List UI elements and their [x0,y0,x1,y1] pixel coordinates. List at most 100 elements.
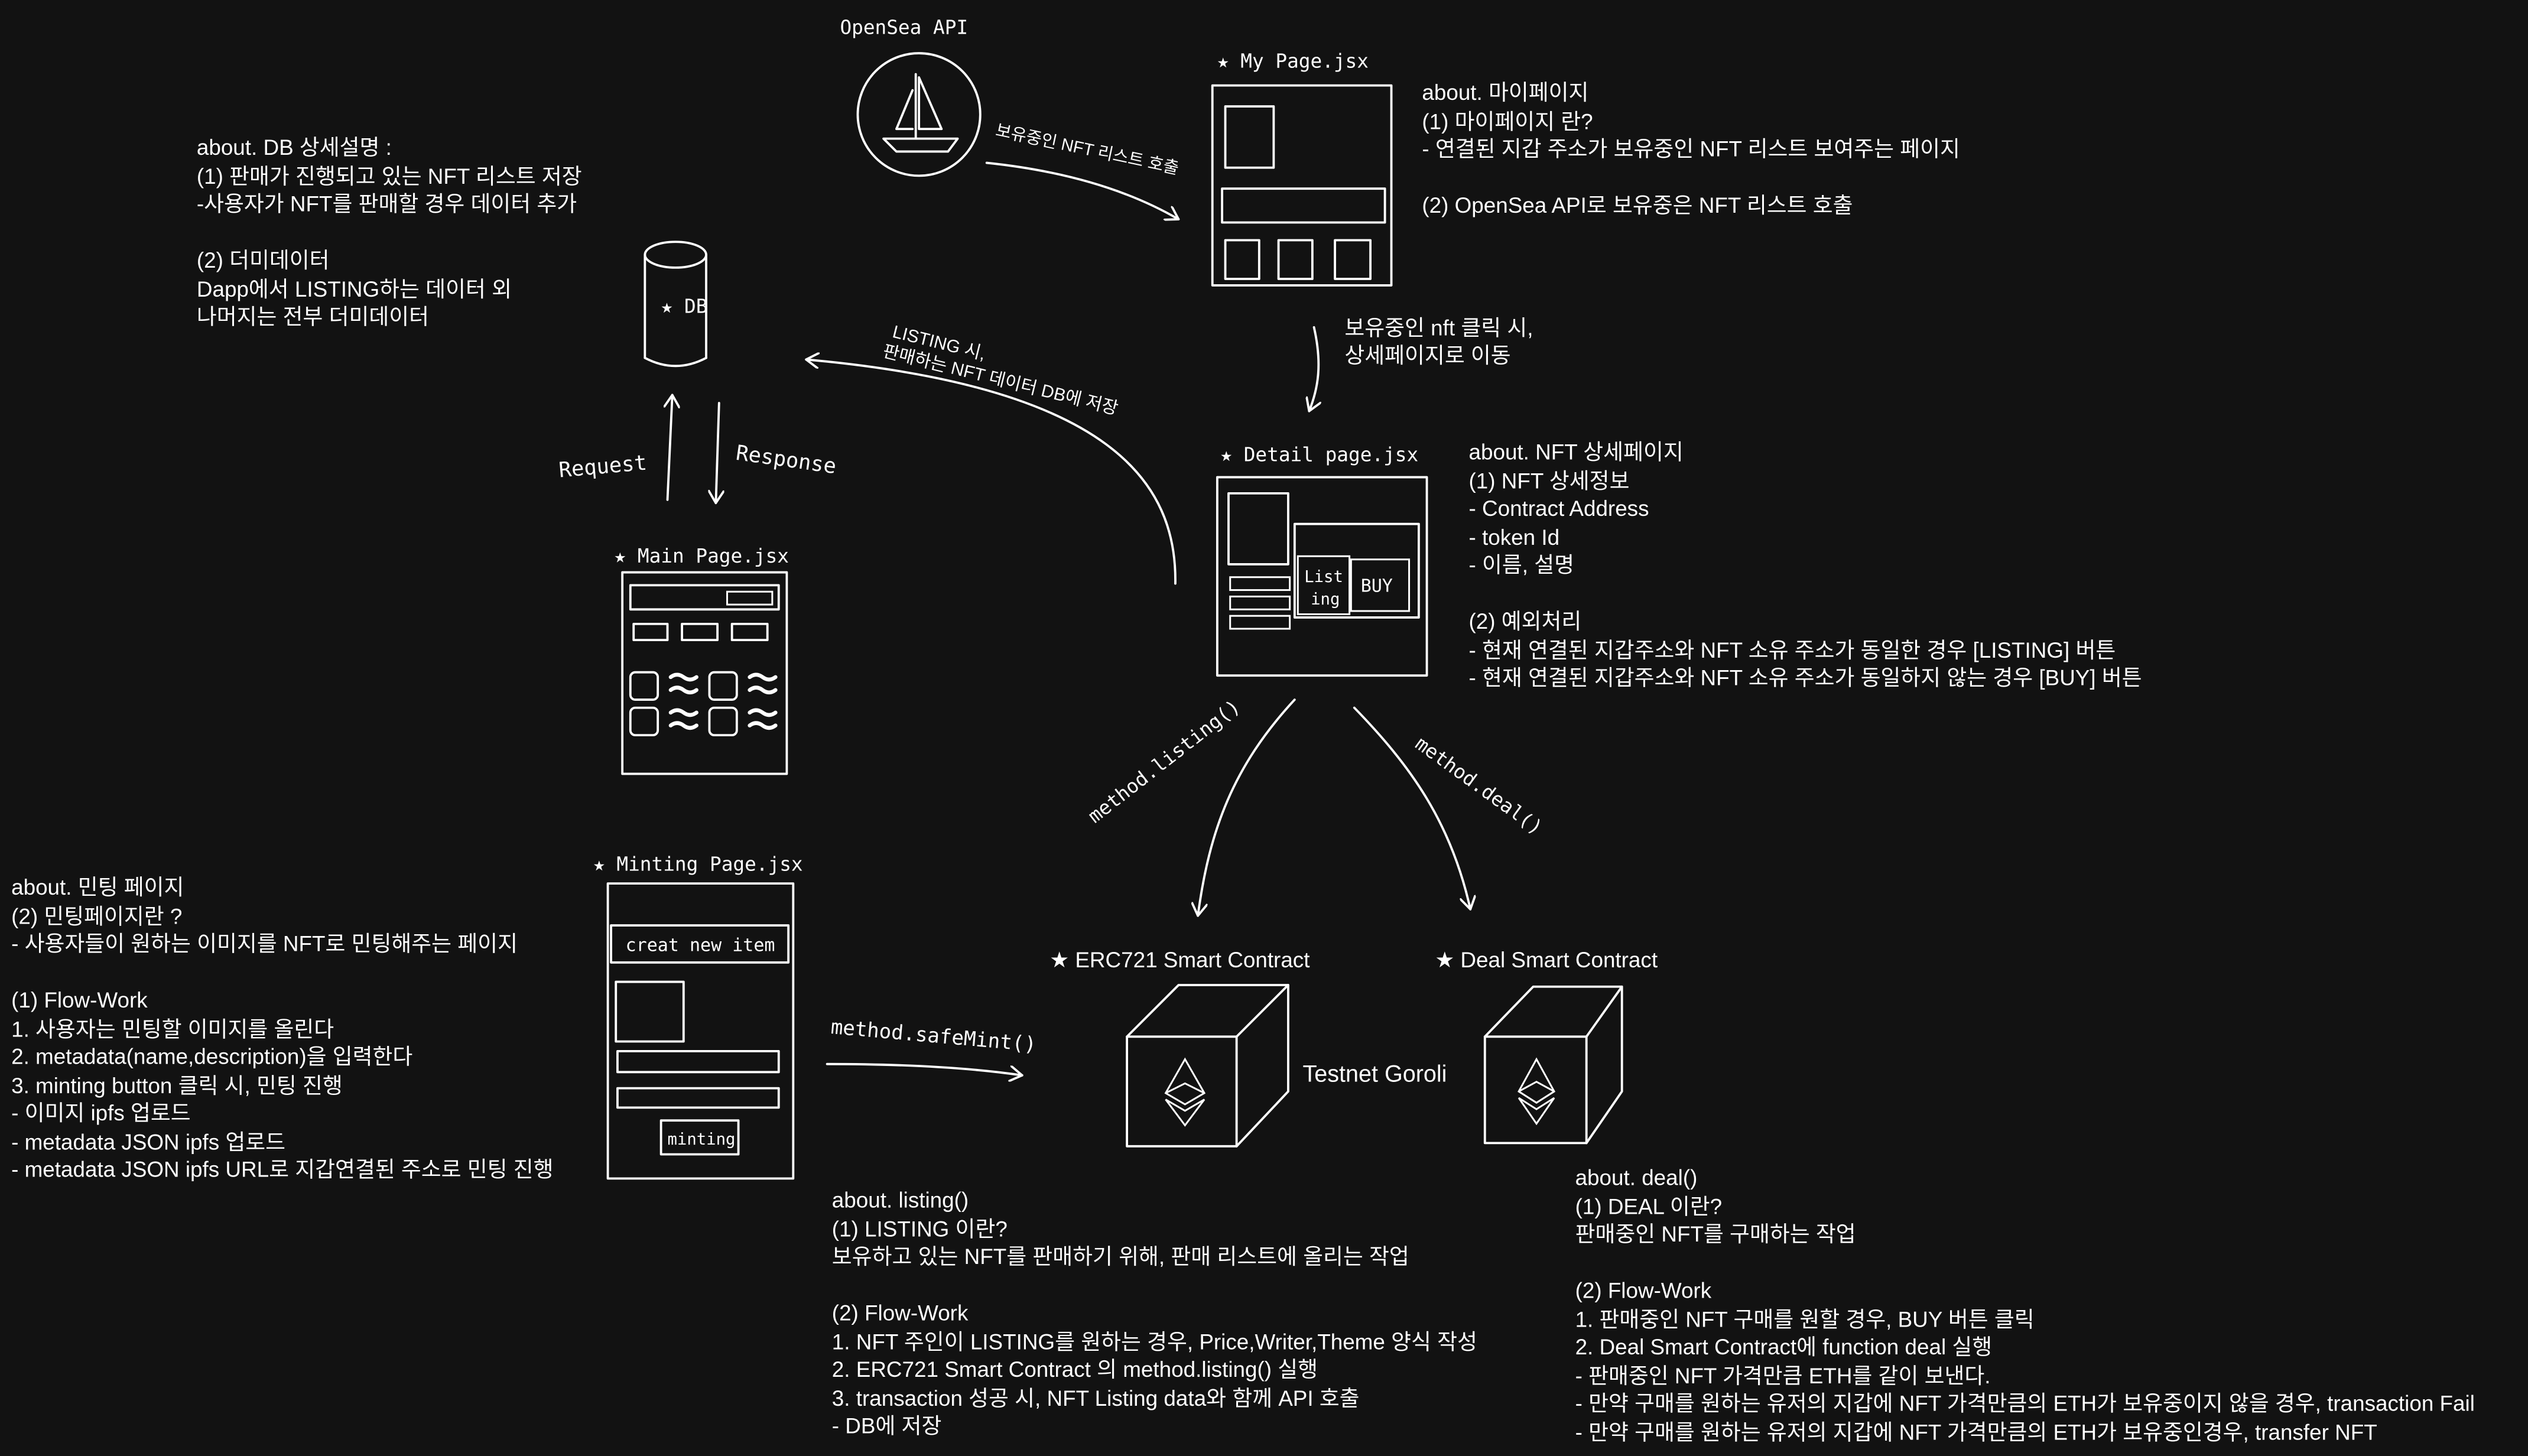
note-line: 1. 판매중인 NFT 구매를 원할 경우, BUY 버튼 클릭 [1575,1306,2035,1331]
note-line: 판매중인 NFT를 구매하는 작업 [1575,1222,1856,1246]
minting-page-title: ★ Minting Page.jsx [593,853,803,875]
note-line: (1) 마이페이지 란? [1422,109,1593,134]
note-line: - 연결된 지갑 주소가 보유중인 NFT 리스트 보여주는 페이지 [1422,136,1960,161]
db-label: ★ DB [661,295,708,317]
note-line [832,1271,1477,1299]
note-line: 보유하고 있는 NFT를 판매하기 위해, 판매 리스트에 올리는 작업 [831,1244,1409,1269]
mypage-note: about. 마이페이지 (1) 마이페이지 란?- 연결된 지갑 주소가 보유중… [1422,79,1960,220]
detail-page-title: ★ Detail page.jsx [1220,443,1418,466]
note-line: - DB에 저장 [831,1413,942,1438]
note-line: -사용자가 NFT를 판매할 경우 데이터 추가 [196,191,577,216]
arrow-opensea-to-mypage [985,161,1180,219]
database-icon [644,240,707,368]
note-line: - 이름, 설명 [1468,552,1575,577]
note-line: - metadata JSON ipfs URL로 지갑연결된 주소로 민팅 진… [11,1157,554,1182]
erc721-title: ★ ERC721 Smart Contract [1049,948,1310,972]
note-line: Dapp에서 LISTING하는 데이터 외 [196,276,512,301]
note-line [1422,164,1960,192]
buy-button[interactable]: BUY [1361,576,1393,596]
note-line: about. NFT 상세페이지 [1468,440,1684,464]
note-line: (2) Flow-Work [1575,1278,1712,1303]
note-line: - token Id [1468,525,1560,549]
my-page-title: ★ My Page.jsx [1217,50,1369,73]
note-line: - 만약 구매를 원하는 유저의 지갑에 NFT 가격만큼의 ETH가 보유중이… [1575,1391,2475,1416]
request-label: Request [558,451,648,483]
minting-note: about. 민팅 페이지 (2) 민팅페이지란 ? - 사용자들이 원하는 이미지… [11,874,553,1184]
note-line: (2) OpenSea API로 보유중은 NFT 리스트 호출 [1422,193,1853,218]
note-line: 1. NFT 주인이 LISTING를 원하는 경우, Price,Writer… [831,1329,1477,1354]
note-line: about. 민팅 페이지 [11,875,184,900]
detail-page-wireframe [1216,476,1428,677]
note-line: (2) Flow-Work [831,1301,969,1325]
detail-note: about. NFT 상세페이지 (1) NFT 상세정보 - Contract A… [1468,438,2142,693]
note-line [1468,580,2142,608]
erc721-contract-cube [1126,984,1289,1148]
response-label: Response [735,441,838,479]
ethereum-icon [1164,1057,1206,1127]
note-line: - metadata JSON ipfs 업로드 [11,1129,286,1154]
note-line: - 만약 구매를 원하는 유저의 지갑에 NFT 가격만큼의 ETH가 보유중인… [1575,1419,2377,1444]
listing-button[interactable]: List [1304,568,1343,586]
note-line: - Contract Address [1468,496,1649,521]
mypage-to-detail-label-line1: 보유중인 nft 클릭 시, [1344,316,1533,340]
arrow-request [668,394,672,501]
note-line [11,958,553,987]
note-line: about. 마이페이지 [1422,80,1589,105]
ethereum-icon [1518,1057,1556,1126]
note-line: (1) DEAL 이란? [1575,1194,1723,1218]
note-line: (1) 판매가 진행되고 있는 NFT 리스트 저장 [196,163,582,188]
note-line: (1) NFT 상세정보 [1468,468,1630,493]
note-line: (1) LISTING 이란? [831,1216,1008,1241]
db-note: about. DB 상세설명 : (1) 판매가 진행되고 있는 NFT 리스트 … [197,134,582,331]
main-page-wireframe [621,571,788,775]
listing-note: about. listing() (1) LISTING 이란? 보유하고 있는 N… [832,1187,1477,1441]
deal-contract-cube [1483,985,1623,1145]
arrow-method-deal [1353,706,1470,911]
note-line: (2) 더미데이터 [196,248,330,273]
note-line: 2. Deal Smart Contract에 function deal 실행 [1575,1335,1993,1359]
mypage-to-detail-label-line2: 상세페이지로 이동 [1344,343,1510,368]
arrow-detail-to-db [805,359,1177,585]
note-line: (1) Flow-Work [11,988,148,1013]
opensea-api-label: OpenSea API [840,16,968,38]
note-line: 나머지는 전부 더미데이터 [196,304,430,329]
method-deal-label: method.deal() [1411,732,1547,839]
create-new-item-input[interactable]: creat new item [626,935,775,956]
minting-button[interactable]: minting [668,1130,736,1149]
note-line: (2) 민팅페이지란 ? [11,904,183,928]
note-line: - 현재 연결된 지갑주소와 NFT 소유 주소가 동일한 경우 [LISTIN… [1468,638,2116,662]
note-line: - 이미지 ipfs 업로드 [11,1101,191,1126]
main-page-title: ★ Main Page.jsx [614,545,788,567]
note-line: 2. ERC721 Smart Contract 의 method.listin… [831,1357,1318,1382]
note-line: about. listing() [831,1188,969,1213]
opensea-to-mypage-label: 보유중인 NFT 리스트 호출 [994,121,1181,178]
arrow-method-safemint [826,1062,1023,1075]
opensea-ship-icon [856,52,982,177]
note-line: 3. transaction 성공 시, NFT Listing data와 함… [831,1385,1360,1410]
note-line [197,219,582,247]
note-line: - 판매중인 NFT 가격만큼 ETH를 같이 보낸다. [1575,1363,1991,1387]
testnet-label: Testnet Goroli [1302,1061,1447,1087]
note-line: 1. 사용자는 민팅할 이미지를 올린다 [11,1016,334,1041]
arrow-method-listing [1198,698,1296,917]
note-line: (2) 예외처리 [1468,609,1582,634]
deal-note: about. deal() (1) DEAL 이란? 판매중인 NFT를 구매하는 … [1575,1164,2475,1446]
minting-page-wireframe [606,882,795,1180]
deal-contract-title: ★ Deal Smart Contract [1435,948,1658,972]
arrow-mypage-to-detail [1309,326,1318,412]
method-safemint-label: method.safeMint() [830,1015,1037,1057]
note-line [1575,1249,2475,1277]
method-listing-label: method.listing() [1084,695,1244,827]
my-page-wireframe [1211,84,1393,287]
listing-button-second-line: ing [1311,590,1340,609]
detail-to-db-label-line2: 판매하는 NFT 데이터 DB에 저장 [881,342,1120,419]
note-line: about. deal() [1575,1165,1698,1190]
note-line: 3. minting button 클릭 시, 민팅 진행 [11,1072,343,1097]
note-line: - 사용자들이 원하는 이미지를 NFT로 민팅해주는 페이지 [11,931,518,956]
note-line: 2. metadata(name,description)을 입력한다 [11,1044,413,1069]
note-line: about. DB 상세설명 : [196,135,392,160]
arrow-response [716,402,719,505]
note-line: - 현재 연결된 지갑주소와 NFT 소유 주소가 동일하지 않는 경우 [BU… [1468,665,2142,690]
